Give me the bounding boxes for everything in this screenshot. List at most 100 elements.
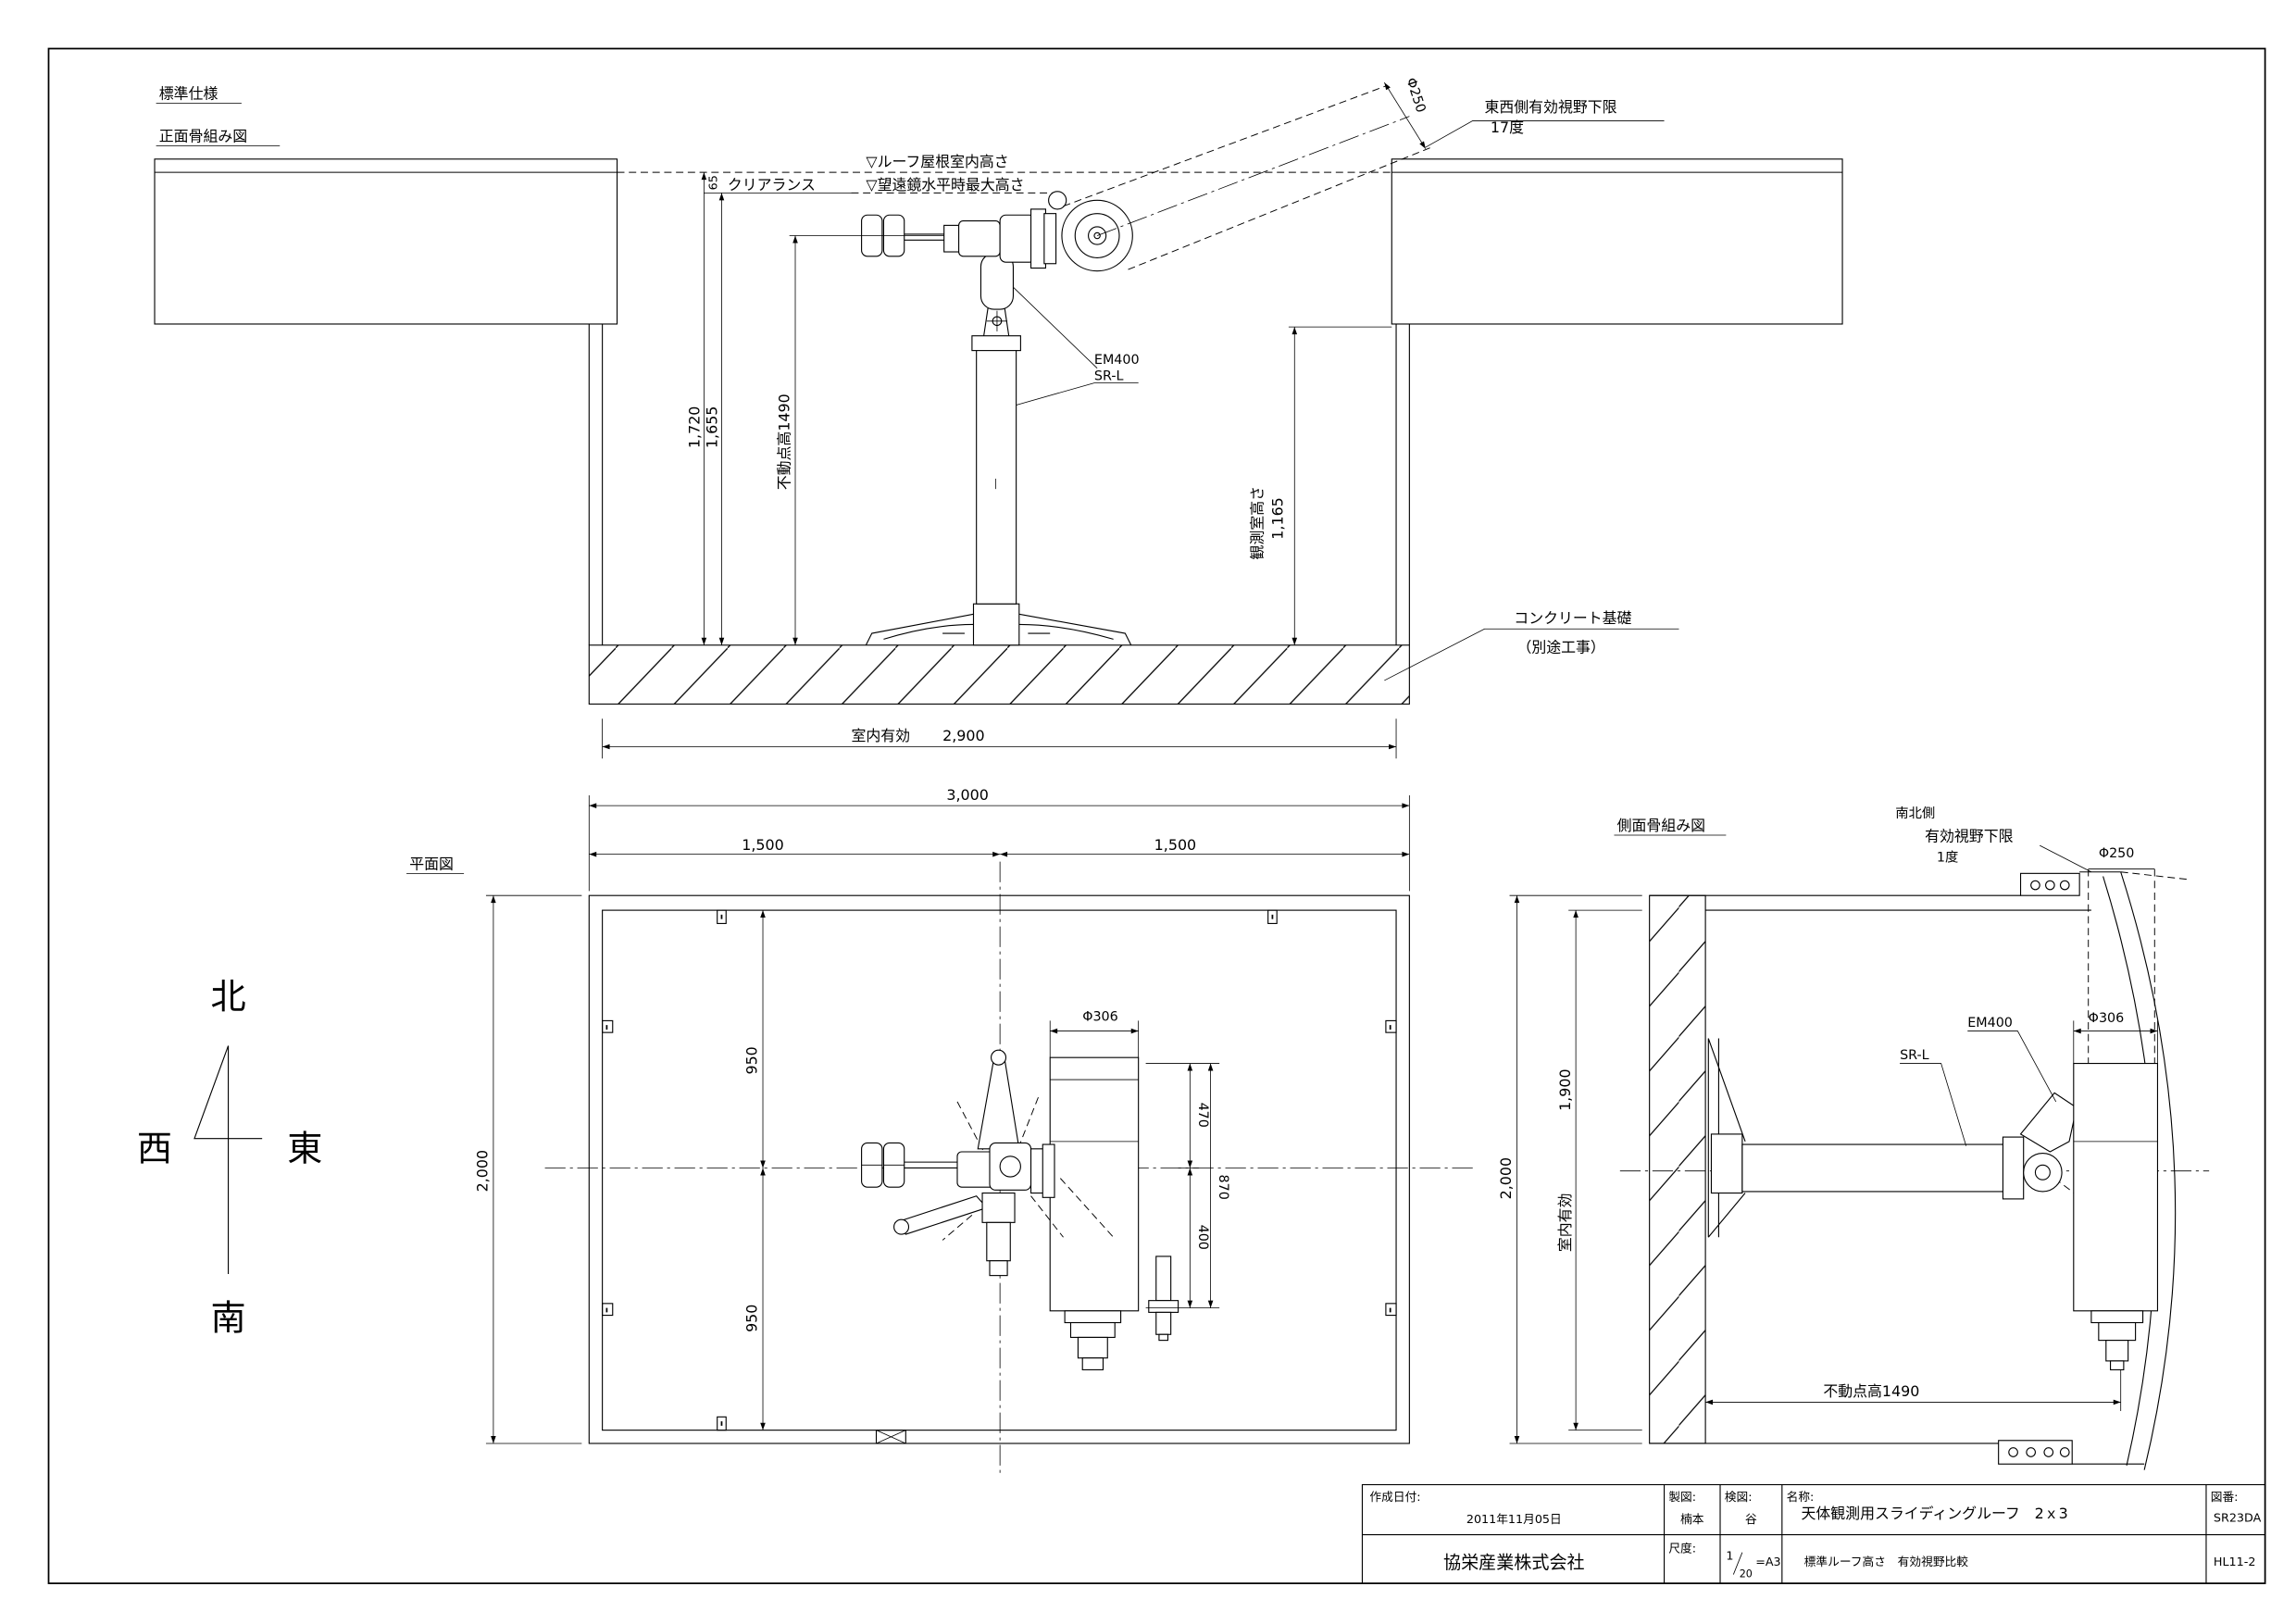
half-width-left-value: 1,500 — [742, 836, 783, 854]
view-center-line — [1096, 116, 1410, 236]
plan-eyepiece-2 — [986, 1221, 1011, 1262]
half-width-right-value: 1,500 — [1154, 836, 1196, 854]
wall-markers — [602, 909, 1397, 1444]
north-half-value: 950 — [743, 1046, 761, 1074]
saddle-plate — [1029, 208, 1046, 269]
south-half-value: 950 — [743, 1305, 761, 1332]
company-name: 協栄産業株式会社 — [1443, 1553, 1585, 1573]
date-label: 作成日付: — [1369, 1490, 1420, 1504]
front-view: 標準仕様 正面骨組み図 ▽ルーフ屋根室内高さ ▽望遠鏡水平時最大高さ クリアラン… — [154, 76, 1843, 759]
wall-marker — [602, 1019, 614, 1033]
plan-inner-wall — [602, 909, 1397, 1431]
drawing-subtitle: 標準ルーフ高さ 有効視野比較 — [1804, 1555, 1969, 1568]
telescope-tube-mid — [1074, 213, 1120, 258]
side-tube-dia-ext — [2073, 1020, 2158, 1064]
side-inner-label: 室内有効 — [1556, 1193, 1574, 1253]
inner-width-ext-lines — [602, 718, 1397, 759]
separate-work-label: （別途工事） — [1516, 639, 1604, 656]
latitude-adjuster-cross — [986, 310, 1008, 331]
dim-text-870: 870 — [1216, 1175, 1230, 1200]
roof-inner-height-label: ▽ルーフ屋根室内高さ — [866, 153, 1008, 170]
side-inner-dim-value: 1,900 — [1556, 1068, 1574, 1111]
sr-l-label: SR-L — [1094, 369, 1124, 383]
side-dim-ext-lines — [1509, 894, 1642, 1444]
counterweight-shaft — [904, 233, 944, 241]
roof-box-right — [1391, 158, 1843, 325]
concrete-label: コンクリート基礎 — [1514, 609, 1631, 627]
tube-dia-label: Φ250 — [1403, 76, 1428, 115]
drawing-name: 天体観測用スライディングルーフ 2ｘ3 — [1802, 1505, 2068, 1522]
mount-head — [999, 214, 1036, 263]
side-focuser-2 — [2098, 1321, 2137, 1342]
standard-spec-label: 標準仕様 — [159, 85, 218, 103]
view-limit-upper — [1063, 84, 1388, 207]
compass-south: 南 — [210, 1298, 245, 1339]
plan-focuser-1 — [1064, 1310, 1122, 1324]
name-label: 名称: — [1787, 1490, 1815, 1504]
door-marker-cross — [876, 1430, 906, 1444]
side-em400-label: EM400 — [1967, 1016, 2013, 1031]
roof-box-left — [154, 158, 618, 325]
plan-counterweight-shaft — [904, 1161, 957, 1169]
scale-numerator: 1 — [1726, 1549, 1733, 1563]
side-bottom-frame — [1649, 1443, 2145, 1465]
ew-limit-angle: 17度 — [1491, 119, 1524, 136]
side-focuser-4 — [2110, 1360, 2125, 1370]
side-mount-head — [2019, 1092, 2078, 1153]
plan-telescope-mount — [861, 1049, 1179, 1370]
side-wall-hatched — [1649, 894, 1706, 1444]
date-value: 2011年11月05日 — [1466, 1512, 1562, 1526]
depth-value: 2,000 — [474, 1150, 492, 1193]
pier-collar — [971, 335, 1021, 352]
ns-limit-angle: 1度 — [1937, 850, 1958, 866]
plan-view-title: 平面図 — [409, 856, 454, 873]
plan-mount-axis — [999, 1156, 1021, 1178]
clearance-label: クリアランス — [728, 176, 816, 194]
side-mount-axis-inner — [2034, 1164, 2051, 1181]
wall-marker — [1385, 1303, 1397, 1317]
depth-ext-lines — [485, 894, 582, 1444]
side-pier-end — [2002, 1136, 2025, 1200]
side-sr-l-leader — [1900, 1063, 1967, 1146]
plan-bracket-knob — [991, 1049, 1007, 1066]
pier-column — [976, 346, 1017, 605]
plan-tube-ring — [1042, 1143, 1055, 1198]
compass-north: 北 — [210, 978, 245, 1018]
dim-text-470: 470 — [1195, 1103, 1210, 1128]
scale-slash — [1732, 1552, 1743, 1575]
plan-focuser-4 — [1081, 1357, 1104, 1370]
compass-west: 西 — [137, 1130, 172, 1170]
drawn-label: 製図: — [1668, 1490, 1696, 1504]
plan-leg-knob — [893, 1218, 910, 1235]
inner-width-value: 2,900 — [942, 727, 984, 744]
ns-limit-label: 有効視野下限 — [1925, 827, 2013, 844]
plan-tube-lines — [1050, 1079, 1139, 1143]
wall-marker — [717, 1416, 727, 1431]
plan-eyepiece-1 — [981, 1192, 1016, 1223]
fixed-point-height-label: 不動点高1490 — [776, 394, 793, 490]
plan-finder-1 — [1155, 1255, 1172, 1302]
telescope-tube-inner — [1088, 226, 1107, 245]
em400-leader — [1013, 286, 1098, 369]
telescope-tube-center — [1093, 231, 1101, 240]
dec-axis-end — [943, 224, 961, 253]
front-telescope-mount — [861, 191, 1133, 646]
scale-label: 尺度: — [1668, 1542, 1696, 1555]
concrete-leader — [1384, 628, 1679, 681]
side-tube-dia-label: Φ306 — [2089, 1011, 2125, 1026]
checked-by: 谷 — [1745, 1512, 1757, 1526]
tube-dia-dim-line — [1383, 81, 1427, 149]
plan-focuser-2 — [1069, 1321, 1116, 1338]
dim-text-1655: 1,655 — [704, 406, 721, 449]
checked-label: 検図: — [1725, 1490, 1753, 1504]
side-telescope-tube — [2073, 1062, 2159, 1312]
total-width-value: 3,000 — [946, 786, 988, 804]
view-limit-lower — [1128, 146, 1432, 270]
wall-marker — [1385, 1019, 1397, 1033]
side-tube-dia-top-label: Φ250 — [2099, 846, 2135, 861]
side-focuser-1 — [2090, 1310, 2144, 1324]
doc-code: HL11-2 — [2214, 1555, 2256, 1568]
obs-room-height-value: 1,165 — [1269, 497, 1287, 540]
plan-finder-4 — [1158, 1333, 1169, 1342]
wall-marker — [602, 1303, 614, 1317]
